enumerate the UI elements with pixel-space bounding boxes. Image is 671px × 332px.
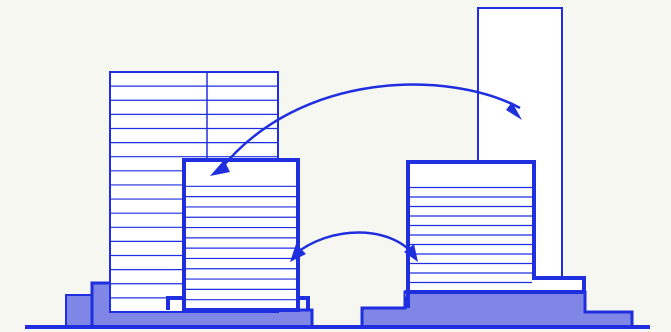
- long-arc-arrow-head-right: [506, 102, 522, 120]
- short-arc-arrow-line: [293, 231, 415, 256]
- short-arc-arrow-head-left: [290, 244, 306, 262]
- long-arc-arrow-head-left: [210, 160, 230, 176]
- center-building-floors: [186, 185, 296, 301]
- right-base-platform: [360, 290, 634, 329]
- short-arc-arrow: [290, 231, 418, 262]
- long-arc-arrow: [210, 83, 522, 176]
- center-building: [166, 158, 310, 312]
- long-arc-arrow-line: [219, 83, 521, 171]
- short-arc-arrow-head-right: [404, 244, 418, 262]
- right-building: [405, 160, 586, 308]
- center-building-steps: [166, 296, 310, 310]
- right-building-floors: [410, 186, 532, 284]
- center-building-outline: [182, 158, 300, 312]
